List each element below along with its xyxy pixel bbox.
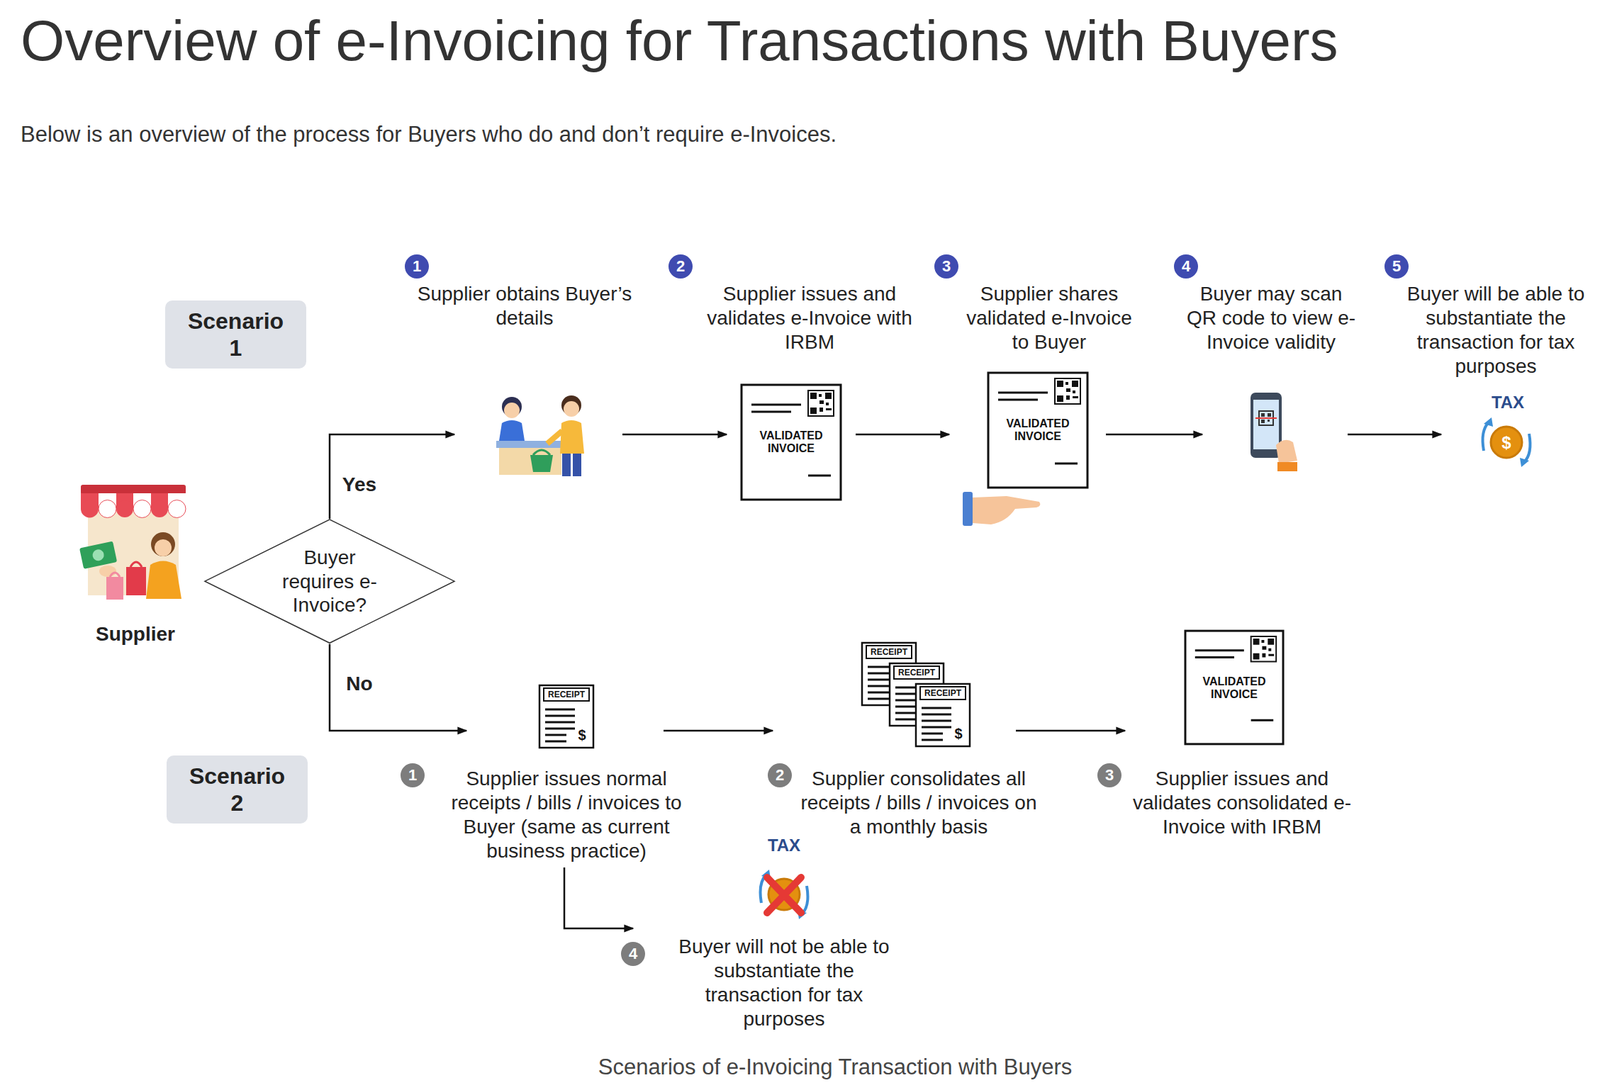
decision-text: Buyer requires e-Invoice? — [271, 545, 389, 618]
scenario-label: Scenario 2 — [184, 762, 291, 818]
step-text: Supplier issues and validates consolidat… — [1125, 767, 1359, 840]
icon-label: RECEIPT — [870, 647, 908, 658]
decision-diamond: Buyer requires e-Invoice? — [204, 518, 456, 644]
supplier-label: Supplier — [71, 622, 200, 647]
flow-arrow — [564, 867, 634, 929]
icon-label: $ — [577, 727, 586, 744]
icon-label: VALIDATED INVOICE — [995, 417, 1081, 444]
tax-icon — [760, 869, 809, 920]
callout-number: 4 — [621, 942, 646, 967]
edge-label: Yes — [340, 473, 379, 497]
shopper-illustration — [496, 395, 585, 477]
icon-label: TAX — [1491, 392, 1525, 413]
invoice-icon — [1185, 630, 1284, 745]
flow-arrow — [329, 644, 467, 731]
icon-label: RECEIPT — [547, 689, 585, 700]
callout-number: 2 — [767, 763, 792, 788]
step-text: Supplier shares validated e-Invoice to B… — [960, 282, 1138, 355]
process-step: 4Buyer will not be able to substantiate … — [633, 850, 917, 1036]
step-text: Buyer will be able to substantiate the t… — [1400, 282, 1592, 379]
step-text: Buyer may scan QR code to view e-Invoice… — [1185, 282, 1357, 355]
receipt-icon — [915, 684, 970, 747]
page-title: Overview of e-Invoicing for Transactions… — [20, 8, 1339, 74]
process-step: 3Supplier shares validated e-Invoice to … — [949, 377, 1106, 492]
process-step: 1Supplier issues normal receipts / bills… — [466, 680, 664, 868]
process-step: 1Supplier obtains Buyer’s details — [454, 377, 623, 492]
scenario-tag: Scenario 2 — [166, 755, 308, 825]
callout-number: 5 — [1384, 254, 1409, 279]
process-step: 4Buyer may scan QR code to view e-Invoic… — [1202, 377, 1348, 492]
flow-arrow — [622, 433, 727, 436]
step-text: Buyer will not be able to substantiate t… — [667, 935, 902, 1032]
flow-arrow — [1105, 433, 1203, 436]
tax-icon — [1483, 417, 1531, 468]
callout-number: 4 — [1173, 254, 1199, 279]
receipt-icon — [539, 685, 594, 748]
flow-arrow — [855, 433, 950, 436]
hand-icon — [962, 491, 1040, 527]
icon-label: RECEIPT — [924, 688, 962, 699]
process-step: 2Supplier issues and validates e-Invoice… — [726, 377, 856, 492]
flow-arrow — [1347, 433, 1442, 436]
process-step: 5Buyer will be able to substantiate the … — [1441, 377, 1576, 492]
callout-number: 2 — [668, 254, 693, 279]
invoice-icon — [988, 372, 1088, 488]
edge-label: No — [343, 672, 375, 696]
subtitle: Below is an overview of the process for … — [20, 121, 837, 148]
figure-caption: Scenarios of e-Invoicing Transaction wit… — [551, 1054, 1119, 1081]
invoice-icon — [741, 384, 841, 500]
supplier-node: Supplier — [70, 482, 200, 653]
phone-icon — [1250, 392, 1298, 472]
callout-number: 3 — [1097, 763, 1122, 788]
callout-number: 3 — [934, 254, 959, 279]
icon-label: VALIDATED INVOICE — [1191, 675, 1277, 702]
flow-arrow — [1015, 730, 1126, 733]
icon-label: $ — [954, 725, 962, 743]
icon-label: $ — [1501, 433, 1511, 453]
icon-label: VALIDATED INVOICE — [748, 429, 834, 456]
step-text: Supplier issues normal receipts / bills … — [444, 767, 690, 864]
process-step: 2Supplier consolidates all receipts / bi… — [772, 680, 1016, 787]
icon-label: TAX — [767, 835, 801, 856]
shop-illustration — [79, 484, 186, 600]
callout-number: 1 — [404, 254, 429, 279]
callout-number: 1 — [400, 763, 425, 788]
flow-arrow — [329, 434, 455, 519]
step-text: Supplier issues and validates e-Invoice … — [706, 282, 913, 355]
flow-arrow — [663, 730, 773, 733]
cross-mark — [767, 877, 802, 914]
scenario-label: Scenario 1 — [182, 307, 290, 363]
process-step: 3Supplier issues and validates consolida… — [1125, 623, 1344, 752]
step-text: Supplier obtains Buyer’s details — [404, 282, 646, 331]
step-text: Supplier consolidates all receipts / bil… — [796, 767, 1042, 840]
scenario-tag: Scenario 1 — [165, 300, 307, 370]
icon-label: RECEIPT — [898, 667, 936, 678]
